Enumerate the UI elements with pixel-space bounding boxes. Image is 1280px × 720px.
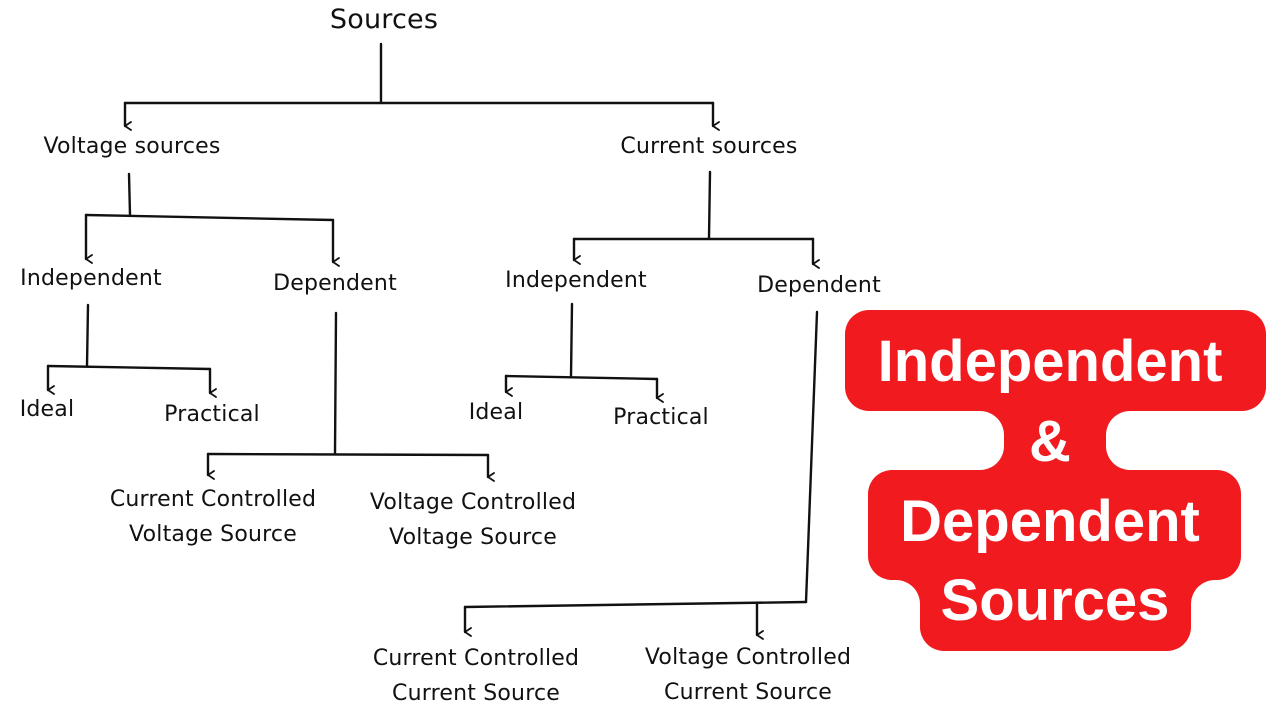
connector-current-stem — [707, 170, 712, 240]
badge-line-ampersand: & — [1029, 409, 1071, 474]
node-current-sources: Current sources — [620, 134, 798, 159]
node-sources: Sources — [329, 4, 439, 35]
badge-line-independent: Independent — [877, 329, 1223, 394]
connector-voltage-bar — [84, 213, 335, 222]
node-current-practical: Practical — [613, 405, 709, 430]
node-ccvs-line-1: Current Controlled — [109, 487, 317, 512]
connector-v-independent-stem — [85, 303, 90, 368]
connector-c-independent-bar — [504, 374, 659, 381]
node-current-ideal: Ideal — [468, 400, 524, 425]
node-voltage-independent: Independent — [20, 266, 162, 291]
node-vcvs-line-2: Voltage Source — [389, 525, 557, 550]
node-voltage-practical: Practical — [164, 402, 260, 427]
node-voltage-ideal: Ideal — [19, 397, 75, 422]
connector-v-independent-bar — [46, 364, 212, 371]
node-cccs-line-2: Current Source — [392, 681, 560, 706]
node-vccs-line-2: Current Source — [664, 680, 832, 705]
connector-c-independent-stem — [569, 302, 574, 378]
node-vccs: Voltage Controlled Current Source — [645, 640, 851, 710]
node-cccs: Current Controlled Current Source — [373, 641, 579, 711]
node-voltage-dependent: Dependent — [273, 271, 397, 296]
node-ccvs-line-2: Voltage Source — [129, 522, 297, 547]
connector-voltage-stem — [127, 172, 132, 217]
connector-v-dependent-stem — [333, 311, 338, 456]
badge-line-dependent: Dependent — [900, 489, 1200, 554]
node-current-independent: Independent — [505, 268, 647, 293]
node-voltage-sources: Voltage sources — [43, 134, 221, 159]
connector-c-dependent-stem — [804, 310, 819, 604]
node-vcvs: Voltage Controlled Voltage Source — [370, 485, 576, 555]
node-vcvs-line-1: Voltage Controlled — [369, 490, 577, 515]
connector-c-dependent-bar — [463, 600, 808, 609]
node-vccs-line-1: Voltage Controlled — [644, 645, 852, 670]
badge-line-sources: Sources — [940, 568, 1170, 633]
node-cccs-line-1: Current Controlled — [372, 646, 580, 671]
connector-v-dependent-bar — [206, 452, 490, 457]
node-current-dependent: Dependent — [757, 273, 881, 298]
node-ccvs: Current Controlled Voltage Source — [110, 482, 316, 552]
